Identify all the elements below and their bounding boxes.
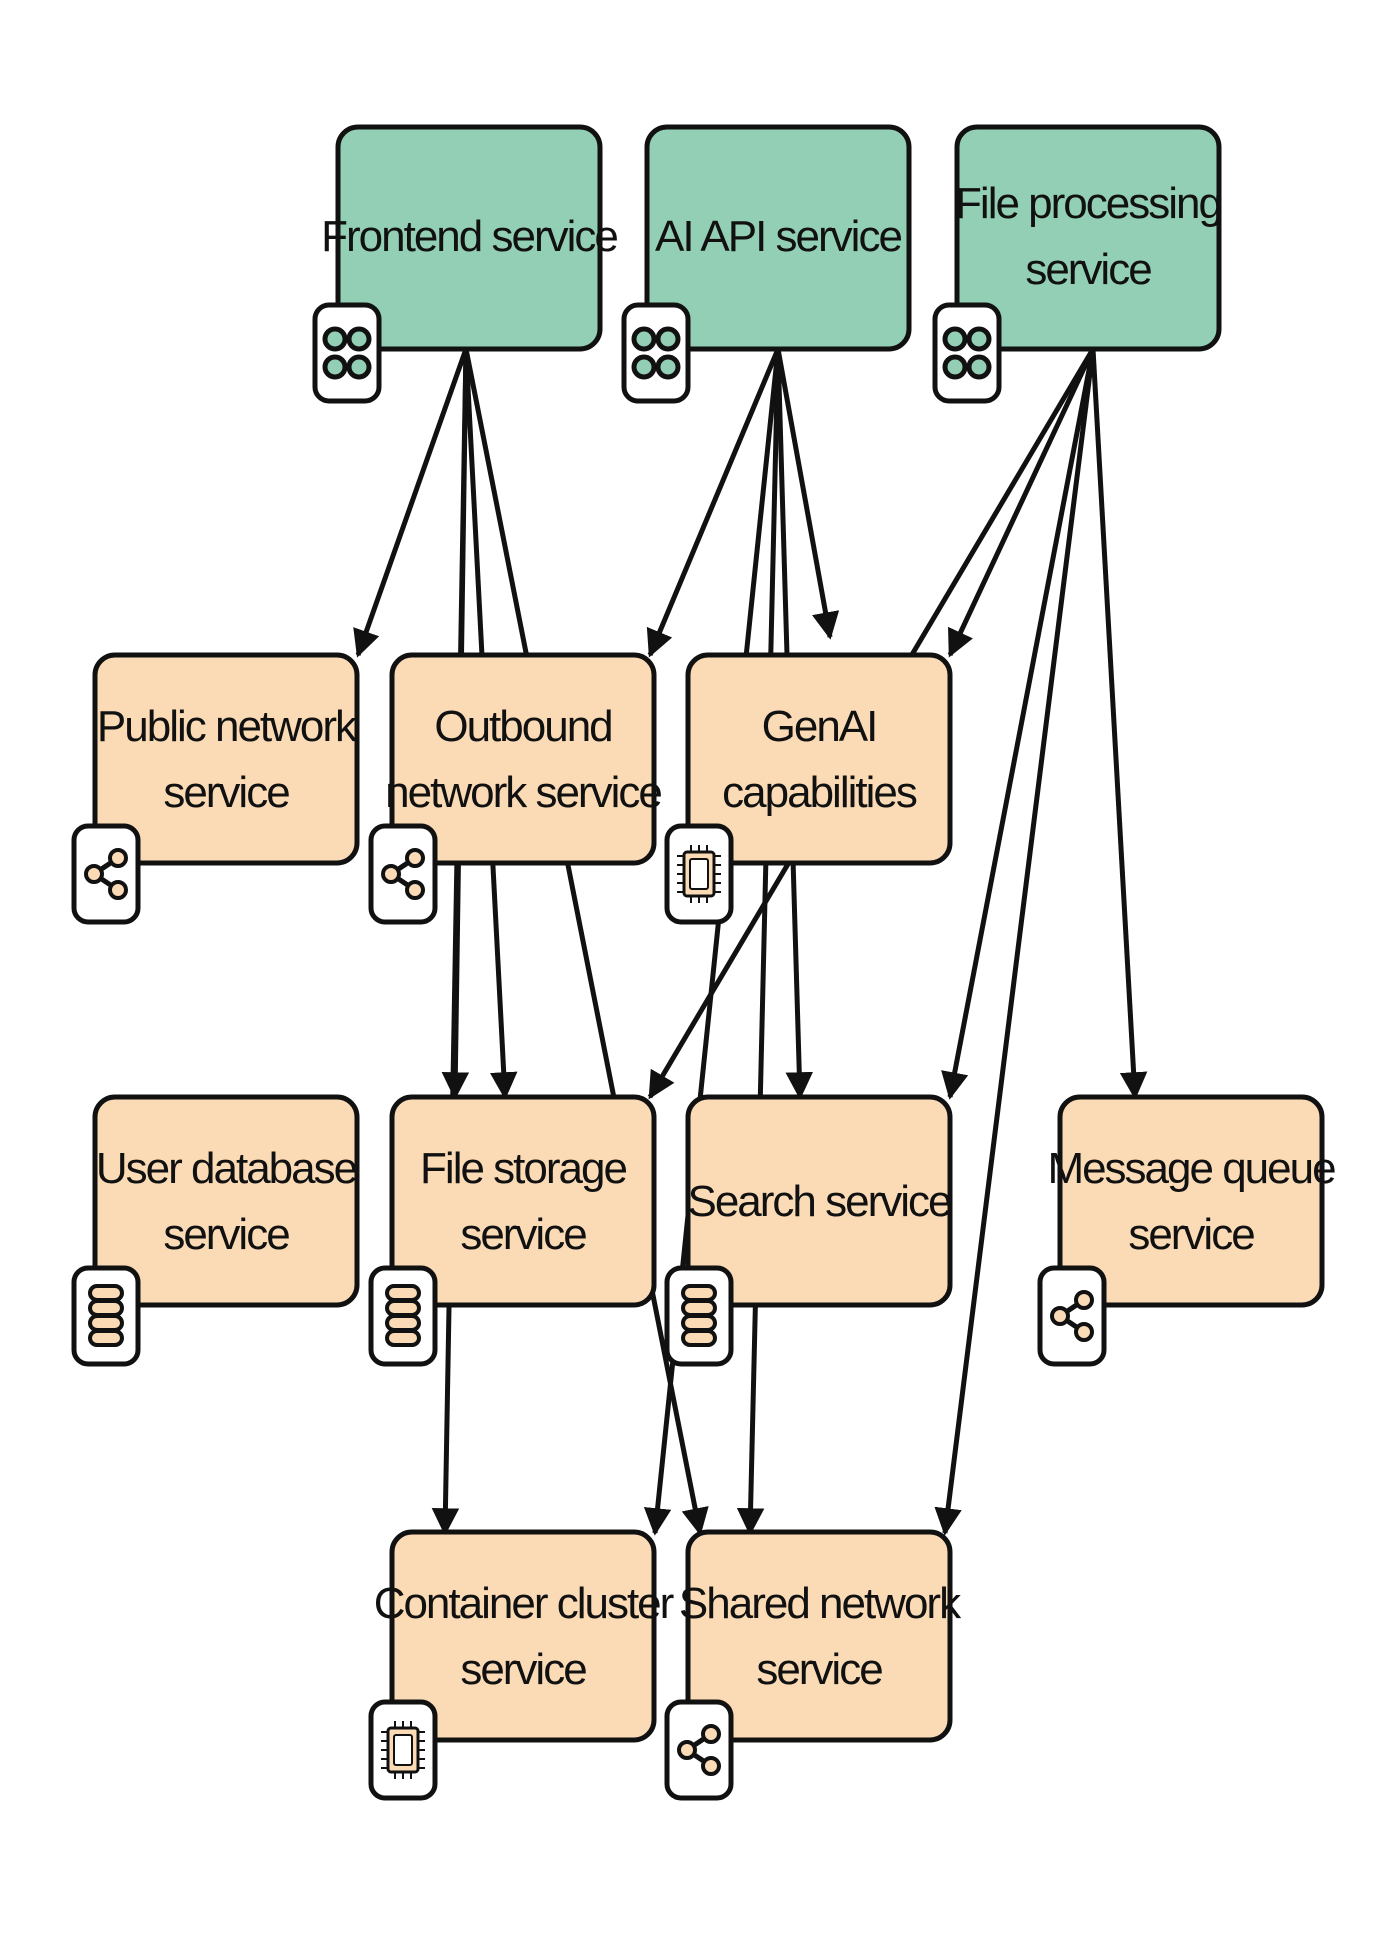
node-label: File processing <box>955 179 1221 228</box>
node-box <box>335 124 603 352</box>
node-message-queue: Message queue service <box>1037 1094 1337 1367</box>
chip-icon <box>677 845 721 903</box>
node-box <box>685 1094 953 1308</box>
node-outbound-network: Outbound network service <box>368 652 663 925</box>
share-icon <box>1050 1290 1094 1342</box>
node-box <box>1057 1094 1325 1308</box>
node-box <box>644 124 912 352</box>
node-box <box>954 124 1222 352</box>
node-label: service <box>1025 245 1151 294</box>
database-icon <box>88 1284 124 1347</box>
node-label: service <box>1128 1210 1254 1259</box>
node-box <box>92 652 360 866</box>
node-ai-api: AI API service <box>621 124 912 404</box>
icon-badge <box>664 1699 734 1801</box>
node-label: service <box>163 768 289 817</box>
node-label: Search service <box>687 1177 951 1226</box>
node-label: AI API service <box>655 212 901 261</box>
share-icon <box>677 1724 721 1776</box>
grid-icon <box>631 326 681 380</box>
edge-ai-api-to-shared-network <box>736 348 781 1536</box>
node-label: service <box>460 1210 586 1259</box>
node-label: User database <box>96 1144 357 1193</box>
node-file-processing: File processing service <box>932 124 1223 404</box>
node-box <box>92 1094 360 1308</box>
node-user-db: User database service <box>71 1094 360 1367</box>
nodes-layer: Frontend service AI API service File proce… <box>71 124 1337 1801</box>
edge-ai-api-to-outbound-network <box>646 348 781 658</box>
node-container-cluster: Container cluster service <box>368 1529 676 1801</box>
node-label: Message queue <box>1047 1144 1335 1193</box>
node-box <box>685 652 953 866</box>
node-label: Frontend service <box>321 212 617 261</box>
edge-frontend-to-container-cluster <box>431 348 469 1536</box>
node-public-network: Public network service <box>71 652 360 925</box>
node-label: network service <box>385 768 661 817</box>
node-frontend: Frontend service <box>312 124 619 404</box>
icon-badge <box>932 302 1002 404</box>
node-label: service <box>756 1645 882 1694</box>
edge-file-processing-to-genai <box>947 347 1096 658</box>
share-icon <box>381 848 425 900</box>
node-label: GenAI <box>762 702 877 751</box>
edges-layer <box>353 347 1148 1536</box>
edge-frontend-to-public-network <box>353 348 469 658</box>
node-box <box>389 1094 657 1308</box>
icon-badge <box>71 823 141 925</box>
edge-file-processing-to-shared-network <box>934 348 1096 1536</box>
icon-badge <box>368 823 438 925</box>
node-box <box>685 1529 953 1743</box>
chip-icon <box>381 1721 425 1779</box>
share-icon <box>84 848 128 900</box>
edge-file-processing-to-search <box>941 348 1096 1100</box>
edge-frontend-to-shared-network <box>463 348 709 1536</box>
icon-badge <box>312 302 382 404</box>
node-label: File storage <box>420 1144 626 1193</box>
node-box <box>389 1529 657 1743</box>
node-genai: GenAI capabilities <box>664 652 953 925</box>
node-label: Container cluster <box>374 1579 674 1628</box>
grid-icon <box>322 326 372 380</box>
database-icon <box>681 1284 717 1347</box>
node-label: Public network <box>97 702 358 751</box>
database-icon <box>385 1284 421 1347</box>
icon-badge <box>621 302 691 404</box>
node-search: Search service <box>664 1094 953 1367</box>
node-file-storage: File storage service <box>368 1094 657 1367</box>
edge-file-processing-to-message-queue <box>1090 348 1148 1100</box>
node-box <box>389 652 657 866</box>
node-label: capabilities <box>722 768 917 817</box>
node-label: service <box>460 1645 586 1694</box>
node-label: Shared network <box>679 1579 962 1628</box>
node-label: Outbound <box>434 702 611 751</box>
grid-icon <box>942 326 992 380</box>
icon-badge <box>1037 1265 1107 1367</box>
edge-ai-api-to-genai <box>775 348 840 640</box>
node-shared-network: Shared network service <box>664 1529 964 1801</box>
node-label: service <box>163 1210 289 1259</box>
